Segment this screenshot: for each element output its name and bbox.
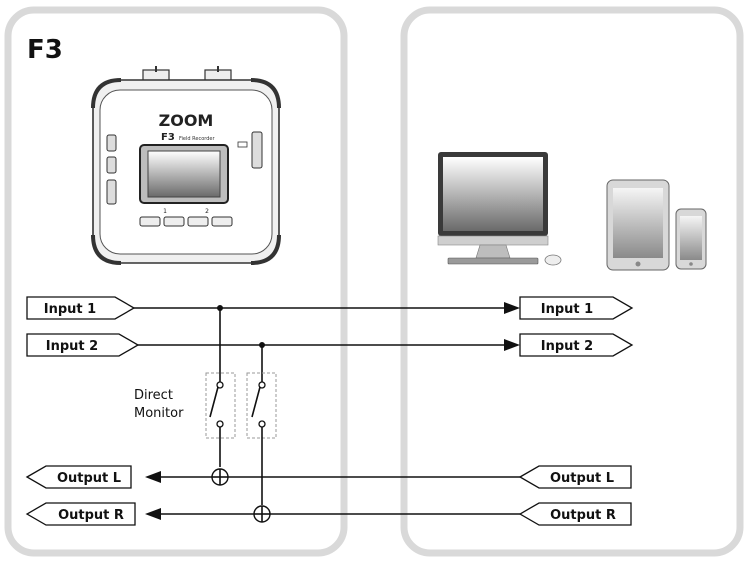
f3-input-2-label: Input 2 [46, 339, 98, 354]
desktop-computer-icon [437, 152, 562, 266]
f3-input-1-tag: Input 1 [26, 296, 136, 320]
device-button-label-2: 2 [205, 208, 209, 215]
smartphone-icon [675, 208, 707, 270]
f3-input-2-tag: Input 2 [26, 333, 140, 357]
f3-input-1-label: Input 1 [44, 302, 96, 317]
direct-monitor-label-line1: Direct [134, 388, 173, 403]
computer-input-2-label: Input 2 [541, 339, 593, 354]
signal-lines [134, 302, 520, 523]
computer-output-l-label: Output L [550, 471, 614, 486]
f3-output-l-tag: Output L [25, 465, 132, 489]
computer-output-r-label: Output R [550, 508, 616, 523]
model-subtitle: Field Recorder [179, 136, 215, 142]
f3-output-r-label: Output R [58, 508, 124, 523]
computer-input-1-label: Input 1 [541, 302, 593, 317]
direct-monitor-label-line2: Monitor [134, 406, 184, 421]
device-button-label-1: 1 [163, 208, 167, 215]
computer-panel [400, 6, 744, 557]
f3-recorder-illustration: ZOOM F3 Field Recorder 1 2 [91, 66, 281, 265]
tablet-icon [606, 179, 670, 271]
model-label: F3 [161, 132, 175, 143]
panel-title: F3 [27, 35, 63, 65]
f3-output-r-tag: Output R [25, 502, 136, 526]
f3-output-l-label: Output L [57, 471, 121, 486]
brand-logo: ZOOM [159, 111, 214, 130]
computer-input-1-tag: Input 1 [519, 296, 634, 320]
computer-output-l-tag: Output L [518, 465, 632, 489]
computer-input-2-tag: Input 2 [519, 333, 634, 357]
computer-output-r-tag: Output R [518, 502, 632, 526]
